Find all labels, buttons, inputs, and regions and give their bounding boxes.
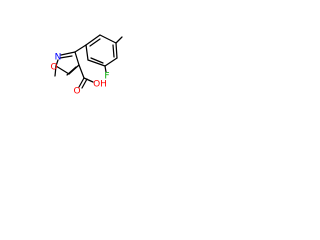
double-bond-inner <box>112 44 115 58</box>
double-bond <box>81 78 88 89</box>
double-bond-inner <box>66 66 77 76</box>
double-bond-inner <box>90 57 104 64</box>
fluorine-label: F <box>104 72 109 82</box>
bond <box>87 59 106 67</box>
bond <box>74 51 80 66</box>
carbonyl-oxygen-label: O <box>73 87 80 97</box>
fluorine-bond <box>104 65 107 73</box>
ring-oxygen-label: O <box>50 63 57 73</box>
bond <box>85 44 89 61</box>
bond <box>78 64 85 79</box>
molecule-structure: F N O O OH <box>50 34 123 97</box>
isoxazole-ring <box>55 51 80 76</box>
methyl-bond <box>54 65 57 77</box>
bond <box>85 34 101 46</box>
methyl-bond <box>115 36 123 44</box>
carboxylic-acid-group <box>78 64 94 89</box>
double-bond-inner <box>59 55 73 59</box>
nitrogen-label: N <box>55 53 62 63</box>
hydroxyl-label: OH <box>93 80 107 90</box>
aryl-link-bond <box>74 44 87 53</box>
molecule-canvas: F N O O OH <box>0 0 152 152</box>
bond <box>99 34 117 44</box>
bond <box>55 65 70 75</box>
bond <box>60 51 76 56</box>
bond <box>83 77 94 83</box>
double-bond-inner <box>89 38 101 47</box>
benzene-ring <box>85 34 118 67</box>
bond <box>115 42 118 59</box>
bond <box>78 77 85 88</box>
bond <box>55 59 59 67</box>
bond <box>104 57 118 67</box>
